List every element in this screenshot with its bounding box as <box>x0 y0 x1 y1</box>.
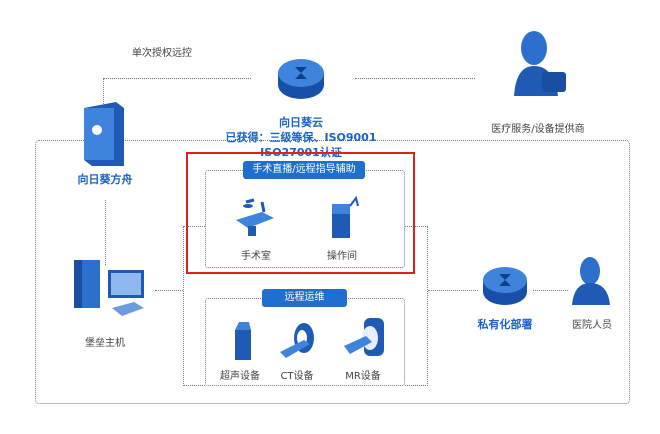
ct-label: CT设备 <box>280 371 314 382</box>
connector-right-h <box>428 290 478 291</box>
ultrasound-device-icon <box>235 322 251 360</box>
sunflower-ark-device-icon <box>84 102 124 166</box>
control-room-label: 操作间 <box>327 251 357 262</box>
cloud-cert-line1: 已获得：三级等保、ISO9001 <box>225 131 377 144</box>
highlight-box <box>186 152 415 274</box>
private-deployment-icon <box>483 267 527 305</box>
private-deployment-label: 私有化部署 <box>477 318 533 331</box>
provider-person-icon <box>514 31 566 96</box>
connector-ark-bastion <box>105 200 106 265</box>
connector-auth-h <box>103 78 251 79</box>
sunflower-cloud-icon <box>278 59 324 99</box>
provider-label: 医疗服务/设备提供商 <box>491 124 585 135</box>
connector-left-h <box>155 290 183 291</box>
connector-left-v <box>183 226 205 386</box>
connector-cloud-provider <box>355 78 475 79</box>
connector-right-v <box>405 226 428 386</box>
outer-boundary <box>35 140 630 404</box>
mr-device-icon <box>344 318 384 356</box>
operating-room-icon <box>236 198 274 236</box>
connector-private-staff <box>533 290 568 291</box>
cloud-name: 向日葵云 <box>279 116 323 129</box>
hospital-staff-label: 医院人员 <box>572 320 612 331</box>
hospital-staff-icon <box>572 257 610 305</box>
connector-auth-v <box>103 78 104 130</box>
single-auth-label: 单次授权远控 <box>132 48 192 59</box>
mr-label: MR设备 <box>345 371 381 382</box>
ct-device-icon <box>280 323 314 358</box>
operating-room-label: 手术室 <box>241 251 271 262</box>
ark-label: 向日葵方舟 <box>77 173 133 186</box>
bastion-label: 堡垒主机 <box>85 338 125 349</box>
ultrasound-label: 超声设备 <box>220 371 260 382</box>
bastion-host-icon <box>74 260 144 316</box>
control-room-icon <box>332 195 359 238</box>
surgery-group-title: 手术直播/远程指导辅助 <box>243 161 365 179</box>
maintenance-group-title: 远程运维 <box>262 289 347 307</box>
